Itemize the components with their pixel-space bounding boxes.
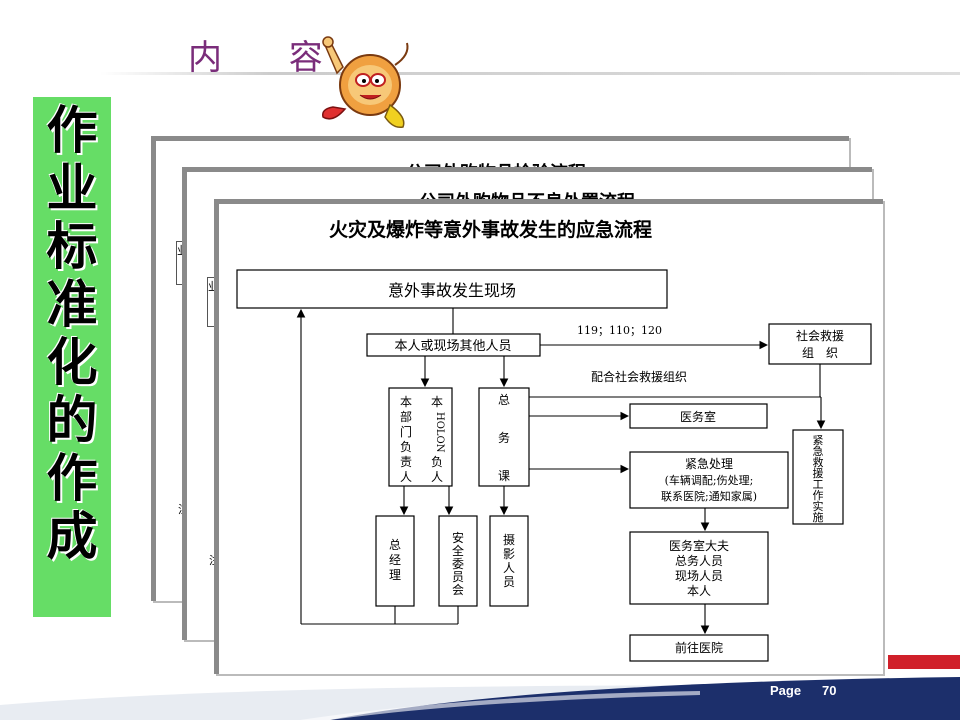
rescue-impl-text: 实 [813, 499, 824, 513]
header-divider [100, 72, 960, 75]
dept-head-box [388, 387, 453, 487]
clinic-text: 医务室 [680, 409, 716, 424]
gm-text: 经 [389, 553, 401, 567]
emergency-text: (车辆调配;伤处理; [665, 473, 754, 487]
holon-head-text: HOLON [434, 412, 445, 453]
emergency-text: 联系医院;通知家属) [661, 489, 757, 503]
rescue-impl-text: 紧 [813, 434, 824, 447]
document-sheet-front [214, 199, 883, 674]
general-affairs-text: 总 [498, 393, 510, 407]
page-title: 内 容 [188, 38, 351, 78]
photo-text: 影 [503, 547, 515, 561]
social-rescue-text: 社会救援 [796, 328, 844, 343]
page-label: Page [770, 683, 802, 698]
scene-text: 意外事故发生现场 [388, 281, 516, 300]
safety-text: 安 [452, 530, 464, 545]
people-text: 现场人员 [675, 569, 723, 583]
gm-text: 总 [389, 538, 401, 552]
phone-numbers-label: 119；110；120 [577, 324, 662, 337]
side-label-char: 业 [46, 160, 98, 219]
scene-box [236, 269, 668, 309]
coordinate-label: 配合社会救援组织 [591, 369, 687, 384]
photo-text: 员 [503, 575, 515, 589]
stub-text: 业 [208, 280, 219, 293]
rescue-impl-text: 作 [813, 489, 824, 502]
hospital-box [629, 634, 769, 662]
flowchart-connectors [296, 308, 826, 635]
holon-head-text: 本 [431, 395, 443, 409]
rescue-impl-text: 施 [813, 511, 824, 524]
rescue-impl-text: 救 [813, 455, 824, 469]
emergency-box [629, 451, 789, 509]
page-number: 70 [822, 683, 837, 698]
people-text: 医务室大夫 [669, 538, 729, 553]
dept-head-text: 部 [400, 409, 412, 424]
side-label-char: 的 [46, 392, 98, 451]
reporter-text: 本人或现场其他人员 [394, 339, 511, 354]
emergency-flowchart: 火灾及爆炸等意外事故发生的应急流程 意外事故发生现场 本人或现场其他人员 119… [236, 218, 872, 662]
photo-text: 摄 [503, 532, 515, 547]
dept-head-text: 人 [400, 470, 412, 484]
rescue-impl-text: 急 [813, 444, 824, 458]
flowchart-title: 火灾及爆炸等意外事故发生的应急流程 [329, 218, 652, 241]
side-label-char: 准 [46, 276, 98, 335]
side-label-char: 标 [46, 218, 98, 277]
general-affairs-text: 务 [498, 430, 510, 445]
safety-text: 委 [452, 557, 464, 571]
general-affairs-text: 课 [498, 469, 510, 483]
people-text: 总务人员 [675, 553, 723, 568]
holon-head-text: 负 [431, 455, 443, 469]
side-label-char: 作 [46, 450, 98, 509]
gm-text: 理 [389, 568, 401, 582]
safety-text: 员 [452, 570, 464, 584]
side-label-box: 作 业 标 准 化 的 作 成 [33, 97, 111, 617]
dept-head-text: 责 [400, 455, 412, 469]
side-label-char: 作 [46, 102, 98, 161]
hospital-text: 前往医院 [675, 640, 723, 655]
social-rescue-text: 组 织 [802, 346, 838, 360]
clinic-box [629, 403, 768, 429]
dept-head-text: 负 [400, 440, 412, 454]
safety-text: 全 [452, 543, 464, 558]
rescue-impl-text: 援 [813, 466, 824, 480]
people-box [629, 531, 769, 605]
safety-text: 会 [452, 583, 464, 597]
dept-head-text: 本 [400, 395, 412, 409]
rescue-impl-text: 工 [813, 478, 824, 491]
people-text: 本人 [687, 584, 711, 598]
side-label-char: 化 [46, 334, 98, 393]
holon-head-text: 人 [431, 470, 443, 484]
side-label-char: 成 [46, 508, 98, 567]
mascot-image [321, 36, 409, 129]
dept-head-text: 门 [400, 424, 412, 439]
photo-box [489, 515, 529, 607]
rescue-impl-box [792, 429, 844, 525]
emergency-text: 紧急处理 [685, 456, 733, 471]
photo-text: 人 [503, 561, 515, 575]
footer-band [0, 655, 960, 720]
